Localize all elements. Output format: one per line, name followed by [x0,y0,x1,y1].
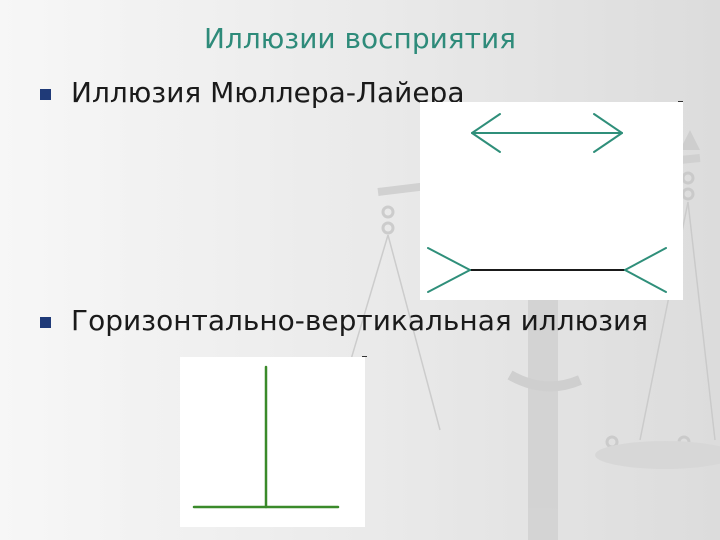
slide-title-text: Иллюзии восприятия [204,22,516,55]
bullet-item-muller-lyer: Иллюзия Мюллера-Лайера [40,76,465,109]
horizontal-vertical-figure [180,357,365,527]
slide-title: Иллюзии восприятия [0,22,720,55]
bullet-text: Иллюзия Мюллера-Лайера [71,76,465,109]
bullet-item-horizontal-vertical: Горизонтально-вертикальная иллюзия [40,304,648,337]
bullet-text: Горизонтально-вертикальная иллюзия [71,304,649,337]
muller-lyer-figure [420,102,683,300]
corner-tick [678,101,683,102]
corner-tick [362,356,367,357]
square-bullet-icon [40,89,51,100]
square-bullet-icon [40,317,51,328]
